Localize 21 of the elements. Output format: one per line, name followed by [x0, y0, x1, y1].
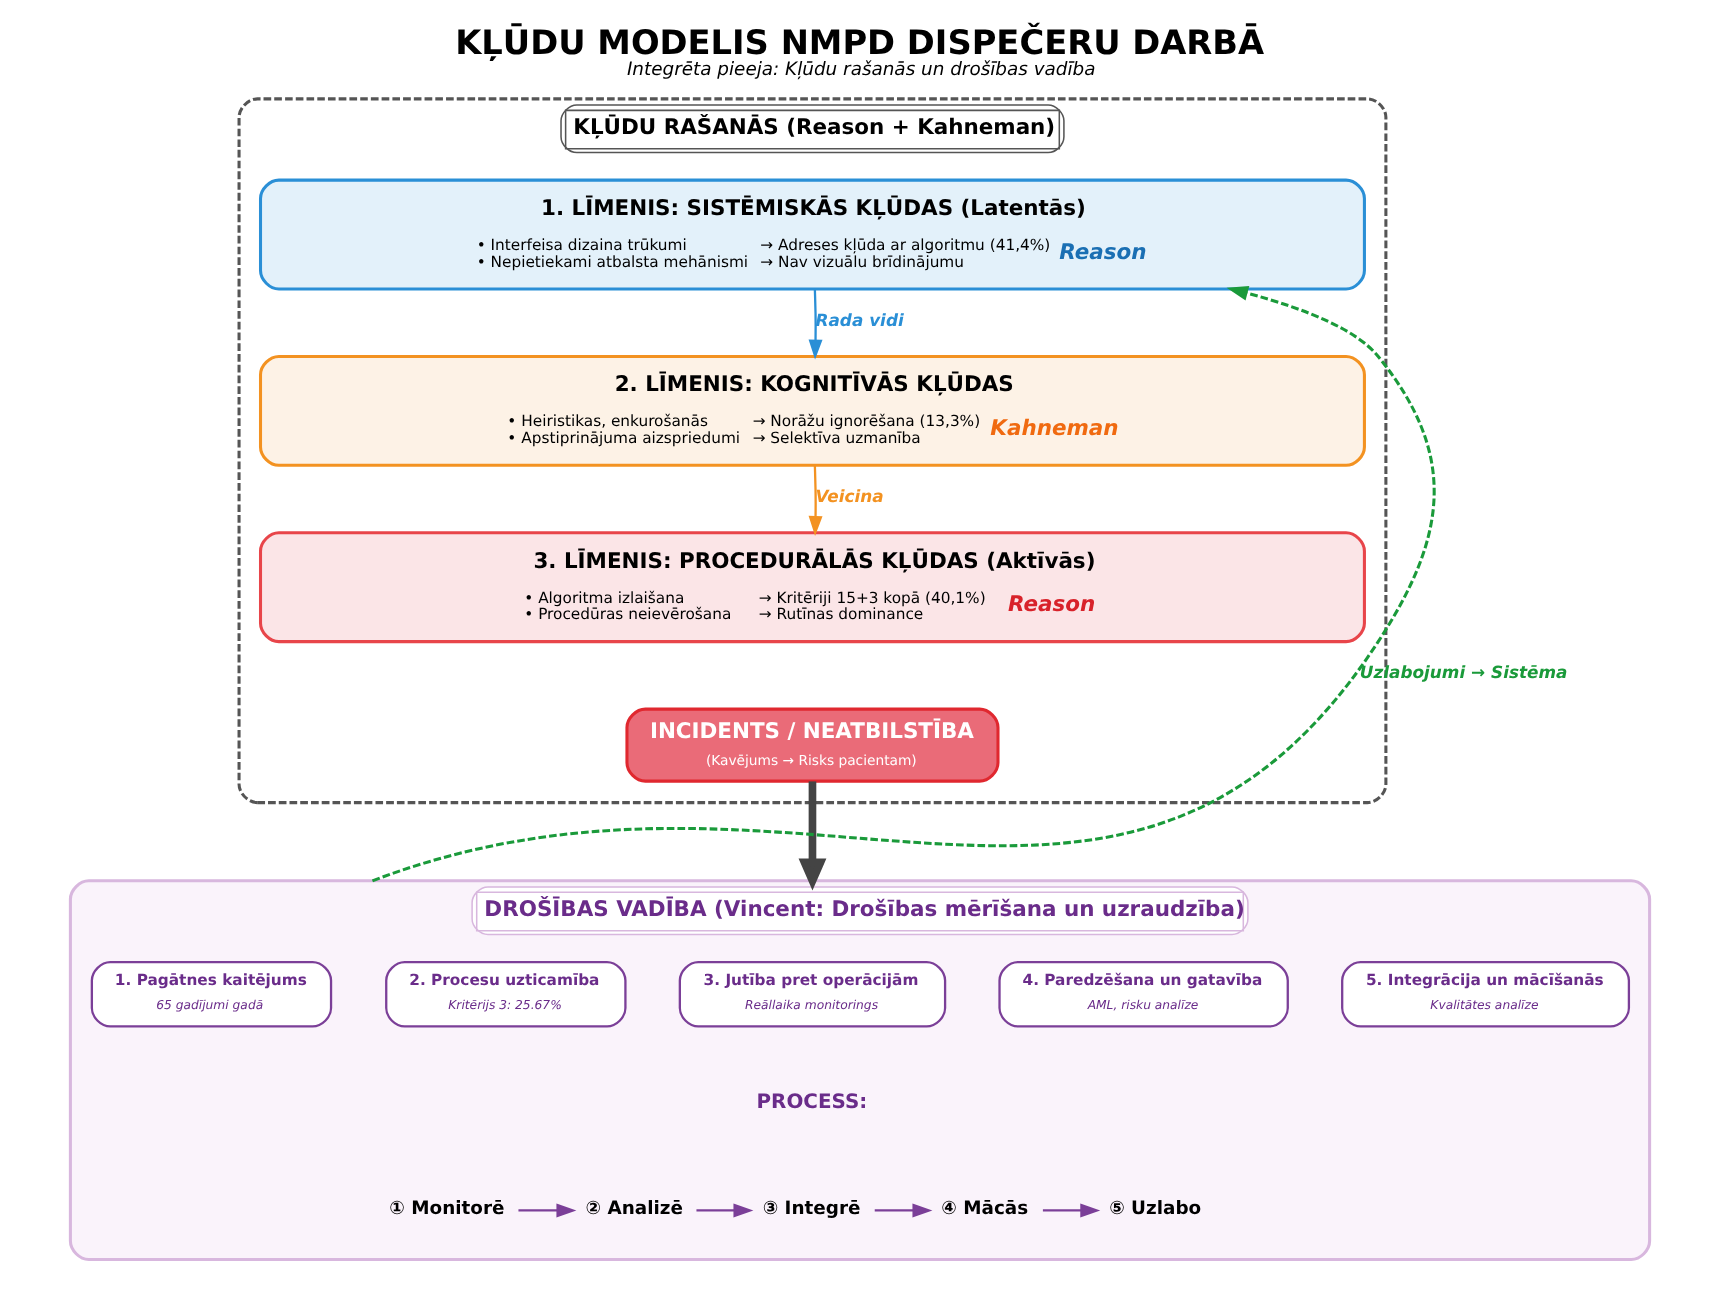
diagram-title: KĻŪDU MODELIS NMPD DISPEČERU DARBĀ [454, 21, 1264, 62]
edge-label: Uzlabojumi → Sistēma [1358, 662, 1567, 683]
node-text: ① Monitorē [388, 1197, 504, 1220]
node-box: 2. LĪMENIS: KOGNITĪVĀS KĻŪDAS • Heiristikas, enkurošanās • Apstiprinājuma aizspriedumi → Norāžu ignorēšana (13,3%) → Selektīva uzmanība Kahneman [258, 354, 1365, 467]
arrow [807, 465, 822, 536]
caption: Integrēta pieeja: Kļūdu rašanās un drošības vadība [625, 59, 1095, 82]
node-text: ③ Integrē [761, 1197, 860, 1220]
arrow [517, 1203, 576, 1218]
node-text: ⑤ Uzlabo [1108, 1197, 1201, 1220]
arrow [797, 781, 826, 891]
label: PROCESS: [755, 1092, 867, 1115]
arrow [371, 285, 1435, 883]
arrow [695, 1203, 753, 1218]
node-box: 3. LĪMENIS: PROCEDURĀLĀS KĻŪDAS (Aktīvās) • Algoritma izlaišana • Procedūras neievērošana → Kritēriji 15+3 kopā (40,1%) → Rutīnas dominance Reason [258, 531, 1365, 644]
edge-label: Veicina [814, 485, 883, 506]
arrow [873, 1203, 932, 1218]
arrow [807, 289, 822, 360]
node-text: ② Analizē [584, 1197, 682, 1220]
node-text: ④ Mācās [940, 1197, 1028, 1220]
arrow [1041, 1203, 1100, 1218]
node-box: 1. LĪMENIS: SISTĒMISKĀS KĻŪDAS (Latentās) • Interfeisa dizaina trūkumi • Nepietiekami atbalsta mehānismi → Adreses kļūda ar algoritmu (41,4%) → Nav vizuālu brīdinājumu Reason [258, 178, 1365, 291]
